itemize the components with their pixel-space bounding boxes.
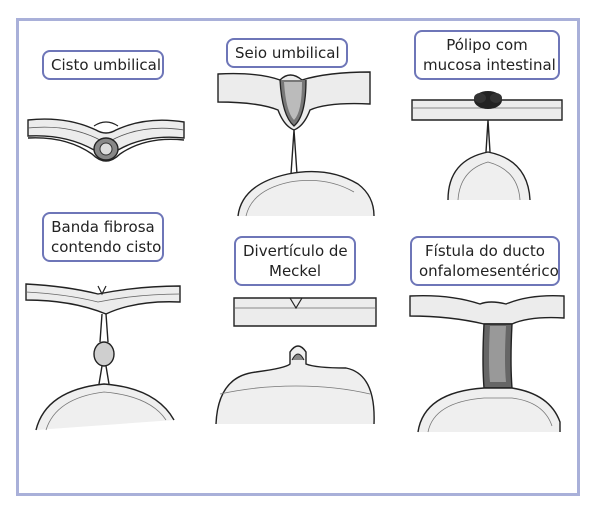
illustration-banda-fibrosa — [26, 280, 186, 440]
label-polipo: Pólipo com mucosa intestinal — [414, 30, 560, 80]
illustration-polipo — [412, 90, 572, 200]
label-banda-fibrosa: Banda fibrosa contendo cisto — [42, 212, 164, 262]
label-seio-umbilical: Seio umbilical — [226, 38, 348, 68]
illustration-diverticulo — [216, 294, 376, 444]
label-fistula: Fístula do ducto onfalomesentérico — [410, 236, 560, 286]
illustration-seio-umbilical — [218, 66, 378, 216]
label-diverticulo: Divertículo de Meckel — [234, 236, 356, 286]
illustration-fistula — [410, 292, 570, 442]
illustration-cisto-umbilical — [26, 108, 186, 178]
label-cisto-umbilical: Cisto umbilical — [42, 50, 164, 80]
